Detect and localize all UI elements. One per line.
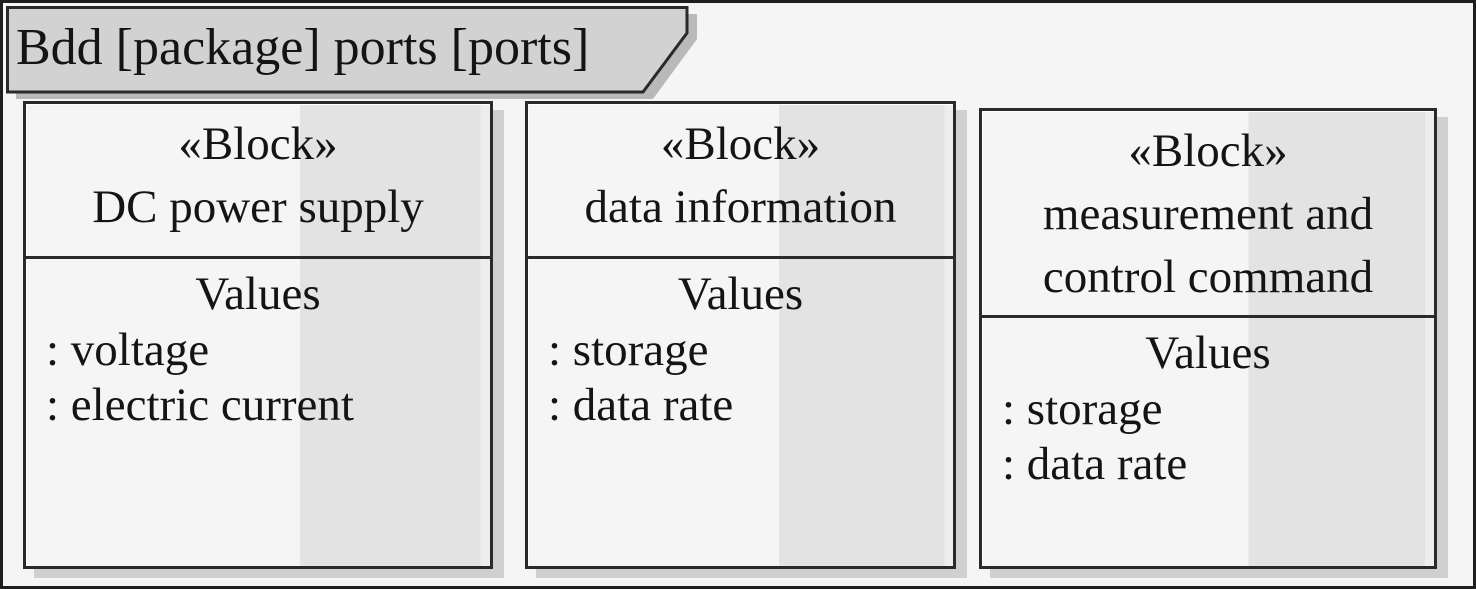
values-compartment-label: Values: [195, 268, 321, 320]
block-measurement-and-control-command: «Block» measurement and control command …: [979, 108, 1437, 569]
block-header: «Block» measurement and control command: [982, 111, 1434, 318]
values-compartment: Values : storage : data rate: [528, 259, 953, 433]
block-name: measurement and control command: [1042, 188, 1374, 303]
block-dc-power-supply: «Block» DC power supply Values : voltage…: [23, 101, 493, 569]
block-data-information: «Block» data information Values : storag…: [525, 101, 956, 569]
block-stereotype: «Block»: [178, 118, 338, 170]
frame-title: Bdd [package] ports [ports]: [16, 19, 590, 76]
values-compartment: Values : storage : data rate: [982, 318, 1434, 492]
block-stereotype: «Block»: [1128, 125, 1288, 177]
value-property: : electric current: [46, 379, 354, 431]
block-header: «Block» data information: [528, 104, 953, 259]
block-stereotype: «Block»: [660, 118, 821, 170]
frame-title-tab: Bdd [package] ports [ports]: [6, 6, 716, 108]
block-header: «Block» DC power supply: [26, 104, 490, 259]
value-property: : voltage: [46, 324, 210, 376]
value-property: : storage: [548, 324, 709, 376]
frame-title-tab-shape: [6, 6, 697, 99]
value-property: : data rate: [1002, 438, 1188, 490]
values-compartment: Values : voltage : electric current: [26, 259, 490, 433]
block-name: DC power supply: [92, 181, 424, 233]
values-compartment-label: Values: [677, 268, 804, 320]
value-property: : data rate: [548, 379, 734, 431]
tab-main-shape: [6, 6, 689, 94]
value-property: : storage: [1002, 383, 1163, 435]
values-compartment-label: Values: [1145, 327, 1271, 379]
block-name: data information: [584, 181, 897, 233]
